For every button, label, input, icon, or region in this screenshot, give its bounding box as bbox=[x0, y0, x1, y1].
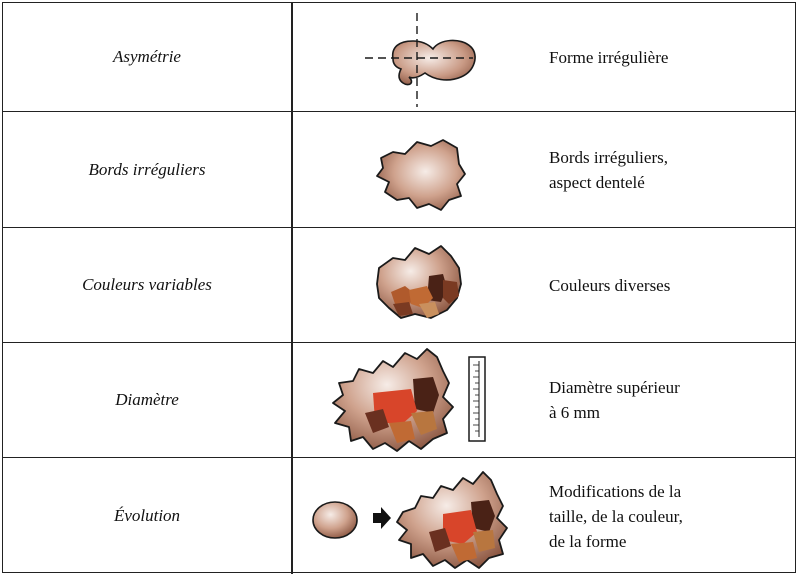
multicolor-mole-icon bbox=[376, 245, 462, 319]
column-divider bbox=[291, 458, 293, 574]
asymmetry-illustration bbox=[293, 3, 543, 111]
evolution-illustration bbox=[293, 458, 543, 574]
column-divider bbox=[291, 112, 293, 227]
asymmetric-mole-icon bbox=[365, 13, 476, 107]
criterion-label: Bords irréguliers bbox=[88, 159, 206, 179]
diameter-illustration bbox=[293, 343, 543, 457]
row-colors: Couleurs variables Couleu bbox=[3, 228, 795, 343]
column-divider bbox=[291, 3, 293, 111]
criterion-label: Diamètre bbox=[115, 390, 179, 409]
description-text: Bords irréguliers, aspect dentelé bbox=[549, 147, 668, 192]
description-text: Diamètre supérieur à 6 mm bbox=[549, 378, 680, 422]
column-divider bbox=[291, 343, 293, 457]
row-evolution: Évolution bbox=[3, 458, 795, 574]
description-text: Modifications de la taille, de la couleu… bbox=[549, 481, 683, 551]
description-text: Couleurs diverses bbox=[549, 275, 671, 295]
row-diameter: Diamètre bbox=[3, 343, 795, 458]
borders-illustration bbox=[293, 112, 543, 227]
description-text: Forme irrégulière bbox=[549, 47, 669, 67]
arrow-right-icon bbox=[373, 507, 391, 529]
large-mole-with-ruler-icon bbox=[332, 348, 486, 452]
evolving-mole-icon bbox=[312, 471, 508, 569]
criterion-label: Asymétrie bbox=[113, 47, 181, 66]
row-asymmetry: Asymétrie Forme irrégulière bbox=[3, 3, 795, 112]
row-borders: Bords irréguliers Bords irréguliers, asp… bbox=[3, 112, 795, 228]
ruler-icon bbox=[468, 356, 486, 442]
irregular-border-mole-icon bbox=[376, 139, 466, 211]
criterion-label: Couleurs variables bbox=[82, 275, 212, 294]
criterion-label: Évolution bbox=[113, 506, 181, 525]
small-mole-icon bbox=[312, 501, 358, 539]
column-divider bbox=[291, 228, 293, 342]
colors-illustration bbox=[293, 228, 543, 342]
